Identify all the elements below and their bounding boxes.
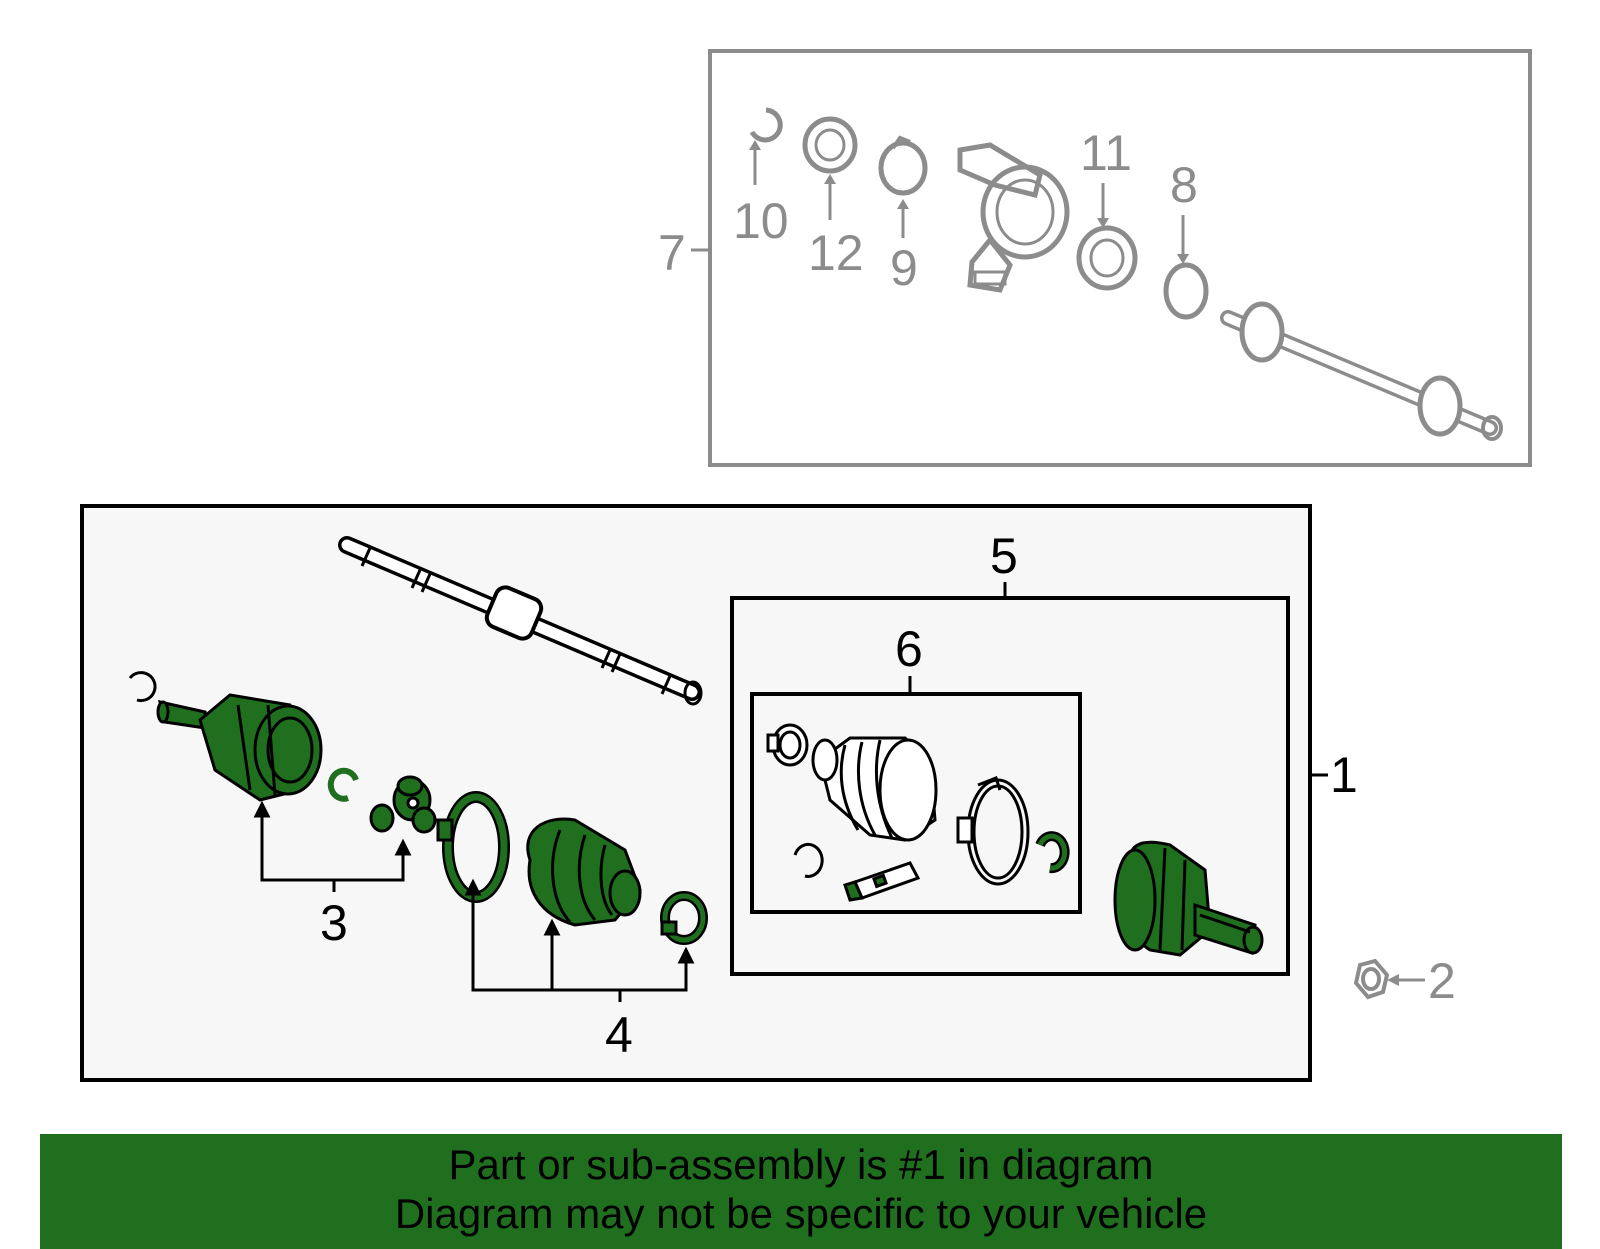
outboard-large-band-icon xyxy=(956,776,1030,886)
tripod-icon xyxy=(369,775,437,834)
banner-line-2: Diagram may not be specific to your vehi… xyxy=(394,1190,1208,1237)
callout-3[interactable]: 3 xyxy=(320,895,348,951)
outboard-circlip-icon xyxy=(1037,833,1068,871)
inboard-joint-icon xyxy=(156,693,323,802)
grease-pack-icon xyxy=(843,861,921,902)
intermediate-shaft-inset: 7 10 12 9 11 xyxy=(658,49,1532,467)
callout-8[interactable]: 8 xyxy=(1170,157,1198,213)
arrow-11 xyxy=(1097,218,1109,228)
arrow-2 xyxy=(1387,974,1399,986)
oil-seal-inner xyxy=(814,128,846,162)
clip-tab xyxy=(891,135,911,150)
bearing-support-icon xyxy=(957,142,1070,293)
oil-seal-icon xyxy=(802,116,858,174)
callout-12[interactable]: 12 xyxy=(808,225,864,281)
callout-2[interactable]: 2 xyxy=(1428,953,1456,1009)
callout-11[interactable]: 11 xyxy=(1080,125,1132,181)
small-band-icon xyxy=(660,891,708,945)
large-band-clasp xyxy=(436,818,454,842)
outboard-snap-ring-icon xyxy=(793,842,824,878)
bearing-icon xyxy=(1076,225,1138,291)
callout-7[interactable]: 7 xyxy=(658,225,686,281)
callout-9[interactable]: 9 xyxy=(890,240,918,296)
info-banner: Part or sub-assembly is #1 in diagram Di… xyxy=(40,1134,1562,1249)
bracket-3 xyxy=(253,800,412,892)
large-band-icon xyxy=(444,793,508,901)
circlip-icon xyxy=(1163,262,1209,320)
snap-ring-icon xyxy=(749,107,783,143)
bracket-4 xyxy=(464,878,695,1002)
half-shaft-icon xyxy=(338,536,703,706)
intermediate-shaft-icon xyxy=(1220,301,1503,441)
arrow-10 xyxy=(749,140,761,150)
callout-1[interactable]: 1 xyxy=(1330,747,1358,803)
arrow-8 xyxy=(1177,254,1189,264)
shaft-assembly-panel: 1 xyxy=(80,504,1456,1082)
bearing-inner xyxy=(1089,238,1125,278)
callout-5[interactable]: 5 xyxy=(990,528,1018,584)
inboard-boot-icon xyxy=(526,817,642,927)
arrow-12 xyxy=(824,174,836,184)
small-clamp-icon xyxy=(766,723,809,767)
outboard-cv-joint-icon xyxy=(1113,840,1264,957)
callout-4[interactable]: 4 xyxy=(605,1007,633,1063)
outboard-boot-icon xyxy=(811,736,938,842)
tripod-circlip-icon xyxy=(327,767,359,802)
inboard-snap-ring-icon xyxy=(128,671,157,703)
callout-10[interactable]: 10 xyxy=(733,193,789,249)
arrow-9 xyxy=(897,199,909,209)
clip-icon xyxy=(878,140,928,196)
callout-6[interactable]: 6 xyxy=(895,621,923,677)
hub-nut-icon xyxy=(1353,958,1390,1000)
banner-line-1: Part or sub-assembly is #1 in diagram xyxy=(448,1141,1154,1188)
